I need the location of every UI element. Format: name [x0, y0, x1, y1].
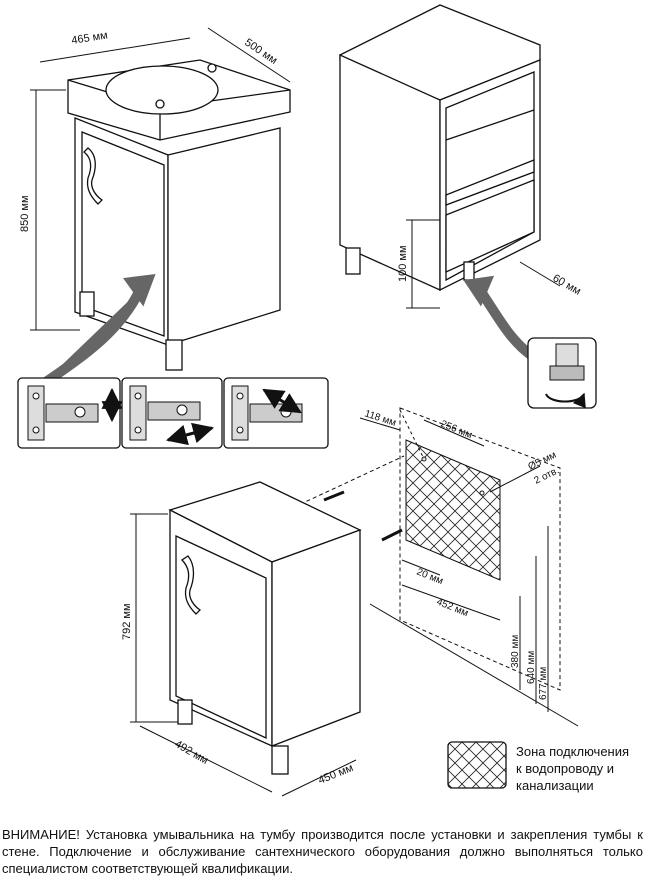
hinge-vertical-adjust-icon: [17, 377, 123, 449]
hole-offset-label: 118 мм: [363, 408, 397, 429]
zone-offset-label: 20 мм: [415, 567, 445, 588]
hinge-depth-adjust-icon: [223, 377, 329, 449]
crosshatch-swatch-icon: [447, 741, 507, 789]
legend-line-3: канализации: [516, 778, 594, 793]
leg-adjust-icon: [527, 337, 597, 409]
vanity-dimension-lines: [30, 27, 291, 331]
leg-height-label: 100 мм: [397, 245, 409, 282]
cabinet-mounting-view: [168, 481, 362, 775]
zone-height-label: 380 мм: [510, 635, 521, 668]
cabinet-dimension-lines: [130, 513, 357, 797]
cabinet-depth-label: 450 мм: [317, 762, 355, 787]
warning-note: ВНИМАНИЕ! Установка умывальника на тумбу…: [2, 827, 643, 876]
vanity-with-sink: [67, 59, 291, 371]
height-640-label: 640 мм: [526, 651, 537, 684]
height-677-label: 677 мм: [538, 667, 549, 700]
leg-pointer-arrow: [463, 275, 536, 361]
mounting-screws: [323, 490, 403, 542]
open-cabinet-side-view: [339, 4, 541, 292]
cabinet-width-label: 492 мм: [173, 738, 211, 767]
installation-diagram: 465 мм 500 мм 850 мм: [17, 4, 629, 797]
hinge-pointer-arrow: [37, 274, 156, 391]
open-cabinet-dimension-lines: [406, 219, 561, 309]
cabinet-height-label: 792 мм: [121, 603, 133, 640]
vanity-height-label: 850 мм: [19, 195, 31, 232]
hole-spacing-label: 256 мм: [439, 419, 474, 442]
zone-width-label: 452 мм: [435, 597, 470, 620]
hinge-horizontal-adjust-icon: [121, 377, 223, 449]
vanity-width-label: 465 мм: [71, 29, 109, 47]
legend-line-2: к водопроводу и: [516, 761, 614, 776]
screw-guide-line: [261, 455, 405, 523]
legend-line-1: Зона подключения: [516, 744, 629, 759]
wall-mounting-scheme: [359, 407, 579, 727]
leg-offset-label: 60 мм: [551, 272, 583, 298]
